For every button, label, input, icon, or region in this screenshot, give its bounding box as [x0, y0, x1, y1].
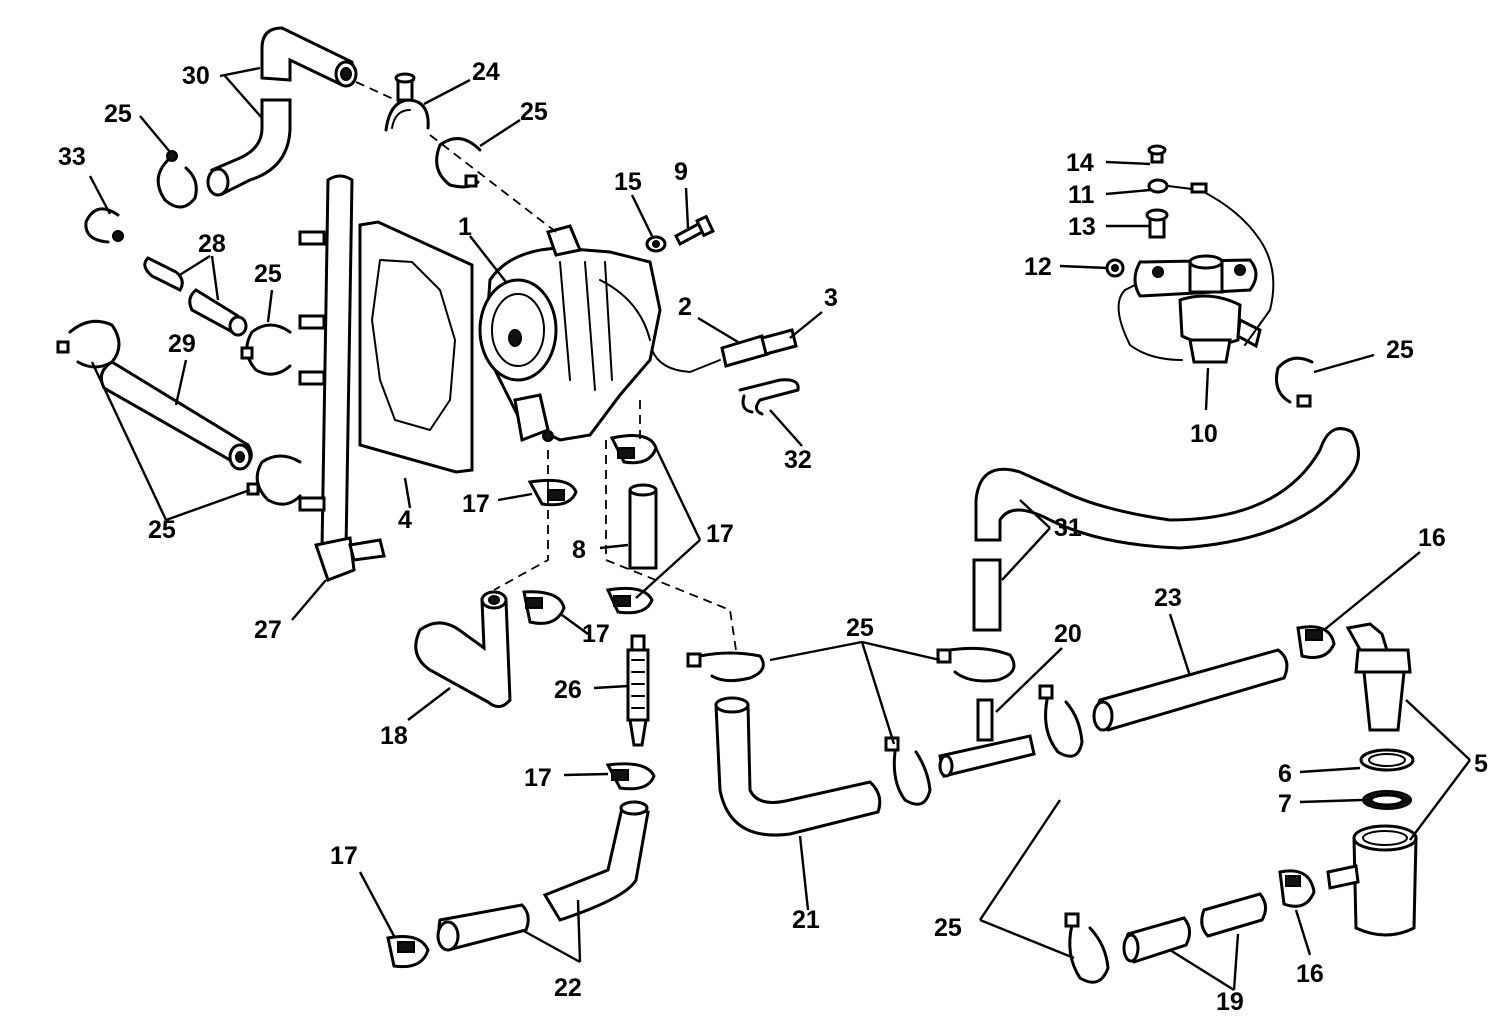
part-8-hose: [628, 483, 658, 570]
callout-31: 31: [1054, 514, 1082, 542]
callout-12: 12: [1024, 253, 1052, 281]
part-25-clamp-e: [246, 454, 302, 506]
callout-5: 5: [1474, 750, 1488, 778]
callout-26: 26: [554, 676, 582, 704]
callout-15: 15: [614, 168, 642, 196]
part-2-3-sensor: [651, 328, 798, 373]
callout-17: 17: [582, 620, 610, 648]
alignment-line: [493, 450, 549, 591]
callout-25: 25: [934, 914, 962, 942]
callout-25: 25: [148, 516, 176, 544]
part-31-hose: [972, 427, 1360, 632]
callout-9: 9: [674, 158, 688, 186]
callout-6: 6: [1278, 760, 1292, 788]
part-29-hose: [99, 360, 253, 471]
callout-29: 29: [168, 330, 196, 358]
callout-32: 32: [784, 446, 812, 474]
part-25-clamp-g: [686, 651, 765, 683]
alignment-line: [605, 440, 737, 651]
part-15-washer: [645, 235, 667, 253]
callout-17: 17: [706, 520, 734, 548]
part-26-stem: [626, 634, 650, 747]
callout-18: 18: [380, 722, 408, 750]
part-5-filter-top: [1345, 622, 1412, 732]
callout-25: 25: [846, 614, 874, 642]
part-25-clamp-f: [1275, 356, 1314, 408]
callout-17: 17: [330, 842, 358, 870]
part-25-clamp-c: [240, 323, 292, 376]
part-21-hose: [714, 696, 882, 837]
callout-16: 16: [1296, 960, 1324, 988]
callout-17: 17: [524, 764, 552, 792]
part-1-fuel-pump: [478, 224, 662, 443]
callout-1: 1: [458, 213, 472, 241]
part-22-hoses: [436, 800, 650, 952]
callout-25: 25: [520, 98, 548, 126]
part-9-screw: [674, 214, 715, 247]
callout-3: 3: [824, 284, 838, 312]
callout-8: 8: [572, 536, 586, 564]
part-19-hoses: [1122, 892, 1267, 964]
part-16-clamp-a: [1296, 625, 1336, 659]
callout-19: 19: [1216, 988, 1244, 1016]
part-24-fitting: [384, 72, 430, 132]
callout-25: 25: [1386, 336, 1414, 364]
part-17-clamp-e: [605, 762, 656, 791]
part-17-clamp-a: [609, 434, 658, 465]
callout-22: 22: [554, 974, 582, 1002]
part-17-clamp-d: [522, 590, 566, 625]
part-20-tee: [938, 698, 1036, 778]
callout-7: 7: [1278, 790, 1292, 818]
alignment-line: [429, 134, 561, 236]
callout-28: 28: [198, 230, 226, 258]
part-17-clamp-c: [605, 586, 654, 615]
part-25-clamp-k: [1064, 912, 1110, 984]
part-18-hose: [414, 590, 512, 708]
callout-23: 23: [1154, 584, 1182, 612]
callout-30: 30: [182, 62, 210, 90]
part-33-clip: [84, 207, 124, 244]
part-17-clamp-f: [386, 935, 430, 969]
callout-25: 25: [254, 260, 282, 288]
callout-13: 13: [1068, 213, 1096, 241]
callout-20: 20: [1054, 620, 1082, 648]
part-25-clamp-j: [1038, 684, 1084, 758]
callout-24: 24: [472, 58, 500, 86]
part-25-clamp-h: [936, 646, 1016, 683]
part-6-oring: [1359, 748, 1415, 772]
callout-17: 17: [462, 490, 490, 518]
leader-lines: [88, 66, 1471, 992]
part-12-terminal: [1105, 258, 1125, 278]
part-4-gasket: [358, 220, 474, 474]
callout-33: 33: [58, 143, 86, 171]
callout-4: 4: [398, 506, 412, 534]
callout-27: 27: [254, 616, 282, 644]
callout-25: 25: [104, 100, 132, 128]
part-10-pump: [1117, 254, 1262, 364]
alignment-line: [355, 81, 401, 103]
part-16-clamp-b: [1278, 869, 1316, 908]
callout-2: 2: [678, 293, 692, 321]
part-32-clip: [738, 378, 800, 416]
part-27-manifold: [298, 174, 386, 582]
part-7-oring: [1362, 790, 1412, 810]
callout-16: 16: [1418, 524, 1446, 552]
part-5-filter-bowl: [1326, 824, 1418, 937]
part-25-clamp-b: [435, 137, 482, 189]
part-17-clamp-b: [527, 478, 578, 507]
callout-14: 14: [1066, 149, 1094, 177]
part-25-clamp-d: [56, 319, 121, 369]
callout-10: 10: [1190, 420, 1218, 448]
part-28-hoses: [143, 256, 248, 337]
callout-11: 11: [1068, 181, 1095, 209]
callout-21: 21: [792, 906, 820, 934]
part-25-clamp-i: [884, 736, 932, 806]
part-25-clamp-a: [156, 150, 198, 209]
part-23-hose: [1092, 648, 1289, 732]
part-30-hose: [206, 26, 358, 197]
part-11-13-14-hardware: [1145, 144, 1275, 346]
